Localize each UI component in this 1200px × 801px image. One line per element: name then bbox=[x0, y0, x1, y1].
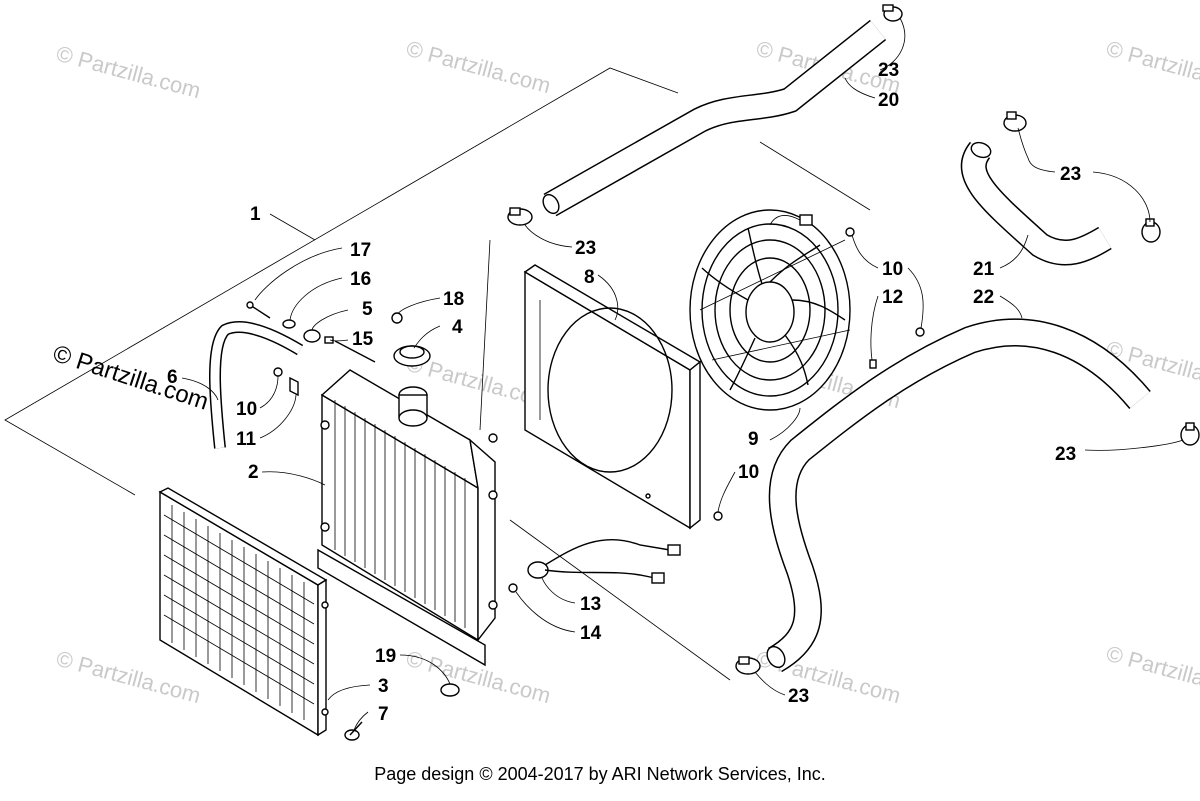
callout-13: 13 bbox=[580, 594, 601, 615]
watermark-text: © Partzilla.com bbox=[1104, 36, 1200, 99]
small-hardware bbox=[246, 227, 925, 741]
callout-23-a: 23 bbox=[878, 60, 899, 81]
callout-19: 19 bbox=[375, 646, 396, 667]
watermark-text: © Partzilla.com bbox=[54, 646, 204, 709]
callout-8: 8 bbox=[584, 267, 595, 288]
callout-1: 1 bbox=[250, 204, 261, 225]
callout-21: 21 bbox=[973, 259, 995, 280]
page-footer: Page design © 2004-2017 by ARI Network S… bbox=[374, 764, 826, 784]
callout-23-e: 23 bbox=[788, 686, 809, 707]
callout-23-b: 23 bbox=[575, 238, 596, 259]
callout-labels: 1 17 16 5 15 18 4 6 10 11 2 23 20 23 8 2… bbox=[167, 60, 1081, 725]
watermark-text: © Partzilla.com bbox=[404, 36, 554, 99]
callout-16: 16 bbox=[350, 269, 371, 290]
callout-5: 5 bbox=[362, 299, 373, 320]
radiator-screen bbox=[158, 487, 329, 737]
callout-10-c: 10 bbox=[738, 462, 759, 483]
bypass-hose bbox=[960, 141, 1112, 266]
callout-15: 15 bbox=[352, 329, 374, 350]
cooling-fan bbox=[689, 209, 851, 411]
callout-18: 18 bbox=[443, 289, 464, 310]
upper-hose bbox=[542, 19, 887, 217]
callout-11: 11 bbox=[236, 429, 257, 450]
hose-clamp bbox=[735, 656, 761, 675]
callout-14: 14 bbox=[580, 623, 602, 644]
callout-9: 9 bbox=[748, 429, 759, 450]
fan-shroud bbox=[523, 264, 702, 530]
watermark-text: © Partzilla.com bbox=[54, 41, 204, 104]
overflow-hose bbox=[209, 321, 304, 449]
callout-17: 17 bbox=[350, 240, 371, 261]
callout-12: 12 bbox=[882, 287, 903, 308]
leader-lines bbox=[181, 17, 1184, 731]
callout-10-b: 10 bbox=[882, 259, 903, 280]
radiator bbox=[317, 369, 498, 667]
hose-clamp bbox=[1180, 422, 1200, 446]
callout-20: 20 bbox=[878, 90, 899, 111]
callout-23-c: 23 bbox=[1060, 164, 1081, 185]
watermark-text: © Partzilla.com bbox=[1104, 641, 1200, 704]
callout-6: 6 bbox=[167, 367, 178, 388]
callout-10-a: 10 bbox=[236, 399, 257, 420]
hose-clamp bbox=[1003, 111, 1027, 132]
hose-clamp bbox=[882, 4, 903, 22]
lower-hose bbox=[766, 318, 1151, 673]
callout-4: 4 bbox=[452, 317, 463, 338]
callout-3: 3 bbox=[378, 676, 389, 697]
hose-clamp bbox=[507, 207, 533, 226]
callout-7: 7 bbox=[378, 704, 389, 725]
callout-2: 2 bbox=[248, 462, 259, 483]
callout-23-d: 23 bbox=[1055, 444, 1076, 465]
hose-clamp bbox=[1141, 218, 1161, 243]
assembly-boundary bbox=[4, 67, 871, 681]
callout-22: 22 bbox=[973, 287, 994, 308]
